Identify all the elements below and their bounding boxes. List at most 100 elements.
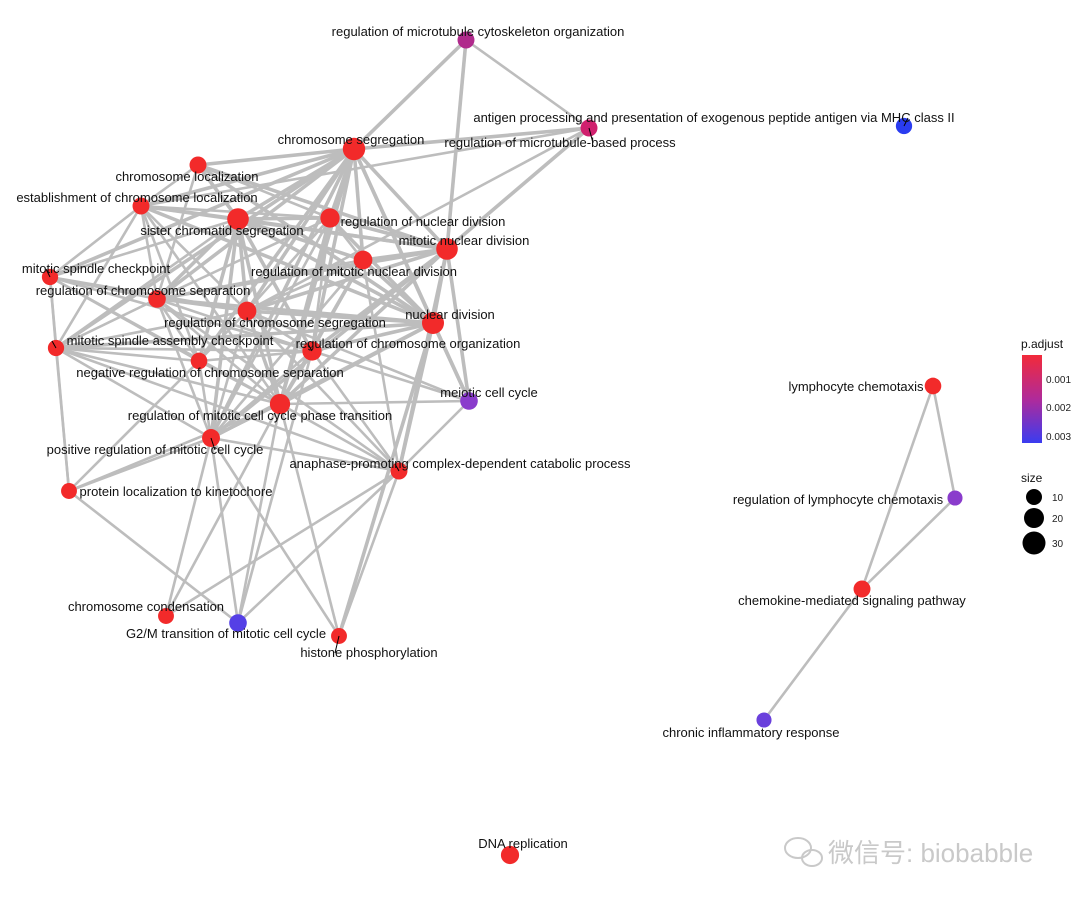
size-key-30: [1022, 531, 1046, 555]
edge: [68, 489, 239, 625]
edge: [55, 309, 248, 350]
edge: [237, 470, 400, 624]
node-label: establishment of chromosome localization: [16, 190, 257, 205]
node[interactable]: [158, 608, 174, 624]
node[interactable]: [190, 352, 208, 370]
node[interactable]: [421, 311, 445, 335]
edge: [445, 248, 471, 402]
edge: [49, 217, 239, 279]
edge: [197, 360, 213, 439]
node[interactable]: [61, 483, 77, 499]
node-label: lymphocyte chemotaxis: [788, 379, 924, 394]
color-legend-title: p.adjust: [1021, 337, 1064, 351]
edge: [55, 321, 434, 350]
edge: [236, 350, 314, 624]
node-label: chromosome condensation: [68, 599, 224, 614]
edge: [198, 359, 281, 406]
edge: [55, 346, 313, 353]
node-label: negative regulation of chromosome separa…: [76, 365, 343, 380]
edge: [352, 148, 365, 261]
edge: [155, 164, 200, 300]
node[interactable]: [924, 377, 942, 395]
labels-layer: regulation of microtubule cytoskeleton o…: [16, 24, 966, 851]
size-tick: 10: [1052, 493, 1064, 504]
edge: [156, 297, 400, 473]
edges-layer: [48, 38, 957, 721]
node-label: regulation of nuclear division: [341, 214, 506, 229]
edge: [861, 497, 956, 590]
edge: [246, 217, 331, 312]
node-label: meiotic cell cycle: [440, 385, 538, 400]
edge: [236, 218, 249, 312]
label-leader-line: [334, 635, 340, 654]
edge: [762, 588, 864, 721]
node[interactable]: [853, 580, 871, 598]
edge: [55, 346, 281, 406]
node-label: mitotic spindle checkpoint: [22, 261, 171, 276]
edge: [55, 147, 355, 350]
node-label: chemokine-mediated signaling pathway: [738, 593, 966, 608]
node-label: histone phosphorylation: [300, 645, 437, 660]
color-tick: 0.003: [1046, 432, 1071, 443]
node-label: regulation of mitotic cell cycle phase t…: [128, 408, 392, 423]
edge: [278, 403, 341, 637]
size-legend: size 10 20 30: [1021, 471, 1064, 555]
node[interactable]: [320, 208, 340, 228]
node[interactable]: [353, 250, 373, 270]
edge: [49, 204, 142, 279]
label-leader-line: [394, 463, 400, 472]
edge: [68, 436, 212, 493]
node[interactable]: [457, 31, 475, 49]
edge: [196, 163, 240, 221]
node-label: chromosome localization: [115, 169, 258, 184]
node-label: mitotic nuclear division: [399, 233, 530, 248]
node-label: G2/M transition of mitotic cell cycle: [126, 626, 326, 641]
edge: [445, 126, 591, 251]
node-label: DNA replication: [478, 836, 568, 851]
node[interactable]: [756, 712, 772, 728]
edge: [55, 217, 239, 350]
wechat-icon: [784, 837, 823, 867]
edge: [68, 360, 200, 492]
edge: [337, 470, 401, 637]
edge: [55, 346, 212, 440]
edge: [246, 309, 470, 403]
node-label: protein localization to kinetochore: [80, 484, 273, 499]
node[interactable]: [269, 393, 291, 415]
color-tick: 0.002: [1046, 403, 1071, 414]
edge: [140, 126, 590, 208]
edge: [209, 310, 249, 439]
edge: [279, 399, 470, 406]
node[interactable]: [148, 290, 166, 308]
node[interactable]: [500, 845, 520, 865]
edge: [55, 346, 200, 363]
edge: [55, 297, 158, 350]
watermark-text: 微信号: biobabble: [828, 838, 1033, 868]
edge: [140, 163, 199, 208]
edge: [246, 309, 313, 353]
edge: [209, 218, 240, 439]
color-tick: 0.001: [1046, 375, 1071, 386]
node-label: sister chromatid segregation: [140, 223, 303, 238]
size-key-20: [1024, 508, 1044, 528]
node[interactable]: [342, 137, 366, 161]
node[interactable]: [237, 301, 257, 321]
label-leader-line: [588, 127, 594, 144]
label-leader-line: [51, 340, 57, 349]
edge: [310, 350, 401, 472]
node[interactable]: [947, 490, 963, 506]
edge: [246, 309, 434, 325]
node[interactable]: [132, 197, 150, 215]
node[interactable]: [227, 208, 249, 230]
node[interactable]: [460, 392, 478, 410]
edge: [278, 350, 314, 405]
node[interactable]: [436, 238, 458, 260]
edge: [210, 436, 400, 473]
edge: [156, 298, 281, 405]
node[interactable]: [229, 614, 247, 632]
edge: [329, 216, 448, 251]
edge: [237, 217, 364, 262]
node[interactable]: [189, 156, 207, 174]
label-leader-line: [307, 343, 313, 352]
